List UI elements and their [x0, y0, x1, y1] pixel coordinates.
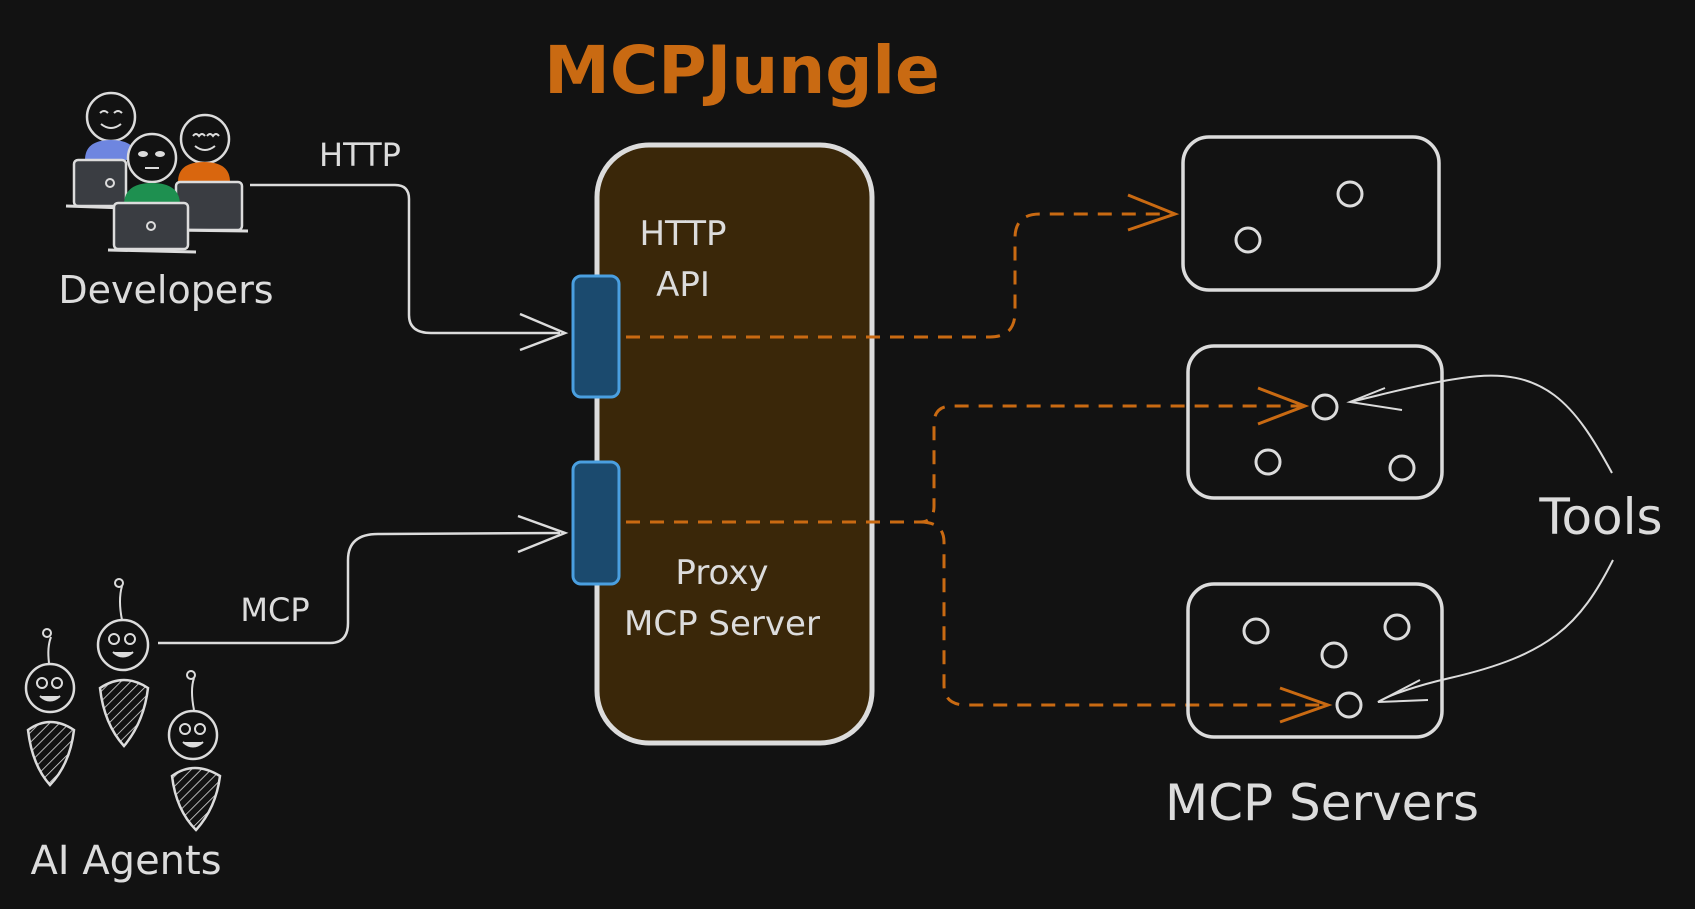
tool-node — [1254, 448, 1282, 476]
tool-node — [1311, 393, 1339, 421]
proxy-label-line2: MCP Server — [624, 604, 820, 644]
mcp-servers-label: MCP Servers — [1165, 774, 1479, 832]
tool-node — [1336, 180, 1364, 208]
mcp-server-1 — [1181, 135, 1441, 292]
agents-group: AI Agents — [24, 578, 222, 884]
mcp-server-2 — [1186, 344, 1444, 500]
route-proxy-to-server-3 — [919, 520, 1322, 707]
proxy-routes — [626, 212, 1322, 707]
http-edge-label: HTTP — [319, 136, 401, 174]
tool-node — [1335, 691, 1363, 719]
developers-group: Developers — [58, 91, 274, 312]
http-connection: HTTP — [250, 136, 569, 352]
agent-robot-middle — [96, 578, 150, 748]
agents-label: AI Agents — [30, 838, 221, 884]
mcp-connection: MCP — [158, 514, 569, 645]
diagram-title: MCPJungle — [544, 32, 940, 109]
mcp-proxy-port — [571, 460, 621, 586]
http-api-port — [571, 274, 621, 399]
tool-node — [1242, 617, 1270, 645]
developer-green — [107, 132, 197, 254]
tools-annotation: Tools — [1346, 374, 1663, 703]
mcpjungle-gateway: HTTP API Proxy MCP Server — [594, 142, 875, 746]
agent-robot-left — [24, 628, 76, 787]
mcp-server-3 — [1186, 582, 1444, 739]
developer-blue — [65, 91, 137, 210]
tool-node — [1388, 454, 1416, 482]
http-api-label-line1: HTTP — [639, 214, 726, 254]
tool-node — [1234, 226, 1262, 254]
mcp-edge-label: MCP — [240, 591, 309, 629]
tool-node — [1383, 613, 1411, 641]
developer-orange — [169, 113, 249, 233]
tools-label: Tools — [1538, 488, 1662, 546]
agent-robot-right — [167, 670, 222, 832]
route-http-to-server-1 — [626, 212, 1170, 339]
proxy-label-line1: Proxy — [675, 553, 768, 593]
developers-label: Developers — [58, 268, 273, 312]
tool-node — [1320, 641, 1348, 669]
http-api-label-line2: API — [656, 265, 710, 305]
